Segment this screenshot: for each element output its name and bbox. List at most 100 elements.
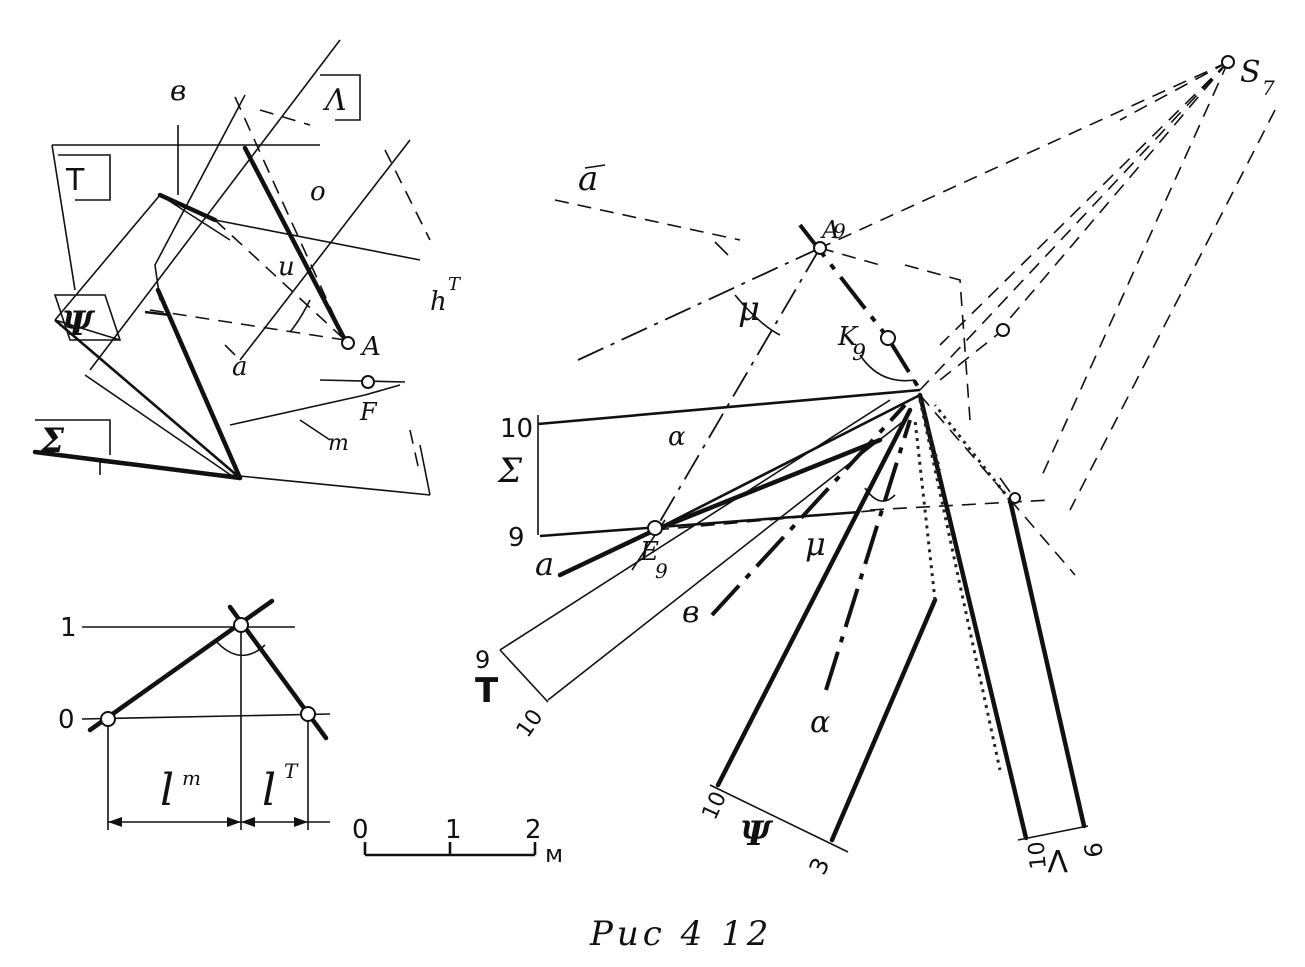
- line-b-right: [710, 403, 907, 617]
- line-E9-center2: [652, 437, 883, 533]
- dashed-line-5: [259, 109, 311, 126]
- left-sketch: Λ в T o u h T Ψ A a F Σ m: [32, 39, 462, 496]
- label-T-right: T: [475, 671, 499, 711]
- sigma-line-10: [537, 388, 921, 426]
- ray-S-far2: [939, 61, 1229, 346]
- dashdot-mu: [577, 247, 821, 361]
- label-m: m: [328, 431, 349, 456]
- point-lower-circle: [1009, 492, 1021, 504]
- bold-line-b: [157, 192, 218, 223]
- V-bracket: [1017, 825, 1089, 841]
- label-alpha-upper: α: [668, 422, 686, 452]
- label-mu-top: μ: [738, 289, 760, 329]
- label-lm-sup: m: [182, 766, 201, 790]
- point-K9-marker: [880, 330, 896, 346]
- T-line-10: [547, 419, 906, 701]
- label-S: S: [1240, 55, 1261, 90]
- label-sigma-10: 10: [500, 414, 533, 444]
- angle-arc-lower: [864, 487, 896, 502]
- ray-S-far1: [1039, 61, 1229, 481]
- scale-ticks: [363, 842, 537, 855]
- right-construction: a A 9 μ K 9 10 Σ 9 α E 9 a μ в α 9 T 10 …: [475, 55, 1276, 879]
- point-left-vertex: [100, 711, 116, 727]
- arrow-a-bar: [714, 241, 729, 256]
- label-box-lambda: [320, 74, 361, 121]
- label-lambda: Λ: [322, 83, 347, 118]
- label-K9: K: [837, 322, 859, 352]
- bold-line-o: [242, 145, 348, 343]
- label-a-bar-overline: [584, 164, 606, 169]
- label-hT-sup: T: [448, 274, 462, 295]
- sigma-line-9: [539, 510, 861, 538]
- label-psi-3: 3: [804, 853, 836, 879]
- psi-line-10: [715, 407, 913, 788]
- label-mu-lower: μ: [805, 525, 826, 563]
- label-S-sub: 7: [1262, 76, 1275, 100]
- point-A9-marker: [813, 241, 827, 255]
- label-level-1: 1: [60, 613, 77, 643]
- point-right-vertex: [300, 706, 316, 722]
- bold-line-sigma: [32, 449, 243, 481]
- arrow-small: [999, 477, 1011, 493]
- point-top-vertex: [233, 617, 249, 633]
- line-E9-mu: [654, 509, 881, 531]
- dashed-line-4: [384, 149, 431, 241]
- label-T-left: T: [65, 163, 85, 198]
- label-lT-sup: T: [284, 759, 299, 783]
- angle-u-arc: [289, 299, 311, 333]
- label-A: A: [360, 332, 381, 362]
- label-F: F: [359, 398, 378, 426]
- scale-tick-0: 0: [352, 815, 369, 845]
- label-box-T: [58, 154, 111, 201]
- ray-horizontal: [1119, 61, 1229, 121]
- label-b-right: в: [682, 595, 699, 630]
- label-K9-sub: 9: [852, 341, 866, 366]
- dash-horizontal-lower: [869, 499, 1051, 511]
- bold-line-psi: [54, 319, 241, 479]
- psi-bracket: [709, 784, 849, 853]
- label-V-right: V: [1047, 842, 1068, 877]
- ray-S-far3: [999, 61, 1229, 331]
- inner-line-4: [84, 374, 236, 479]
- label-a-right: a: [535, 545, 554, 583]
- inner-line-5: [419, 444, 431, 496]
- dotted-mid-1: [918, 399, 1002, 771]
- inner-line-3: [229, 384, 401, 426]
- label-sigma-left: Σ: [38, 421, 65, 461]
- dash-through-circle: [939, 329, 1004, 381]
- label-E9-sub: 9: [655, 559, 668, 583]
- figure-caption: Рис 4 12: [589, 914, 772, 954]
- label-o: o: [310, 177, 326, 207]
- line-alpha-lower: [824, 419, 912, 691]
- triangle-angle-arc: [214, 639, 266, 657]
- scale-tick-2: 2: [525, 815, 542, 845]
- label-sigma-9: 9: [508, 523, 525, 553]
- label-hT: h: [430, 287, 447, 317]
- scale-unit: м: [545, 840, 563, 868]
- label-A9-sub: 9: [833, 219, 846, 243]
- label-sigma-right: Σ: [496, 451, 523, 491]
- label-u: u: [278, 252, 295, 282]
- T-bracket: [499, 649, 549, 703]
- line-K9-center: [886, 336, 922, 392]
- label-V-6: 6: [1079, 841, 1108, 859]
- label-T-9: 9: [475, 646, 490, 674]
- dash-to-lower-right: [919, 394, 1076, 576]
- point-A-marker: [341, 336, 355, 350]
- plane-lambda-edge-2: [239, 139, 411, 361]
- label-b-left: в: [170, 74, 186, 107]
- bottom-left-diagram: 1 0 l m l T: [58, 598, 331, 830]
- label-level-0: 0: [58, 705, 75, 735]
- label-E9: E: [639, 537, 659, 567]
- line-alpha: [654, 247, 821, 531]
- bold-line-m: [155, 287, 243, 481]
- label-V-10: 10: [1024, 840, 1051, 870]
- dash-A9-right: [819, 247, 881, 266]
- plane-T-outline: [51, 144, 431, 496]
- level-line-0: [81, 713, 331, 720]
- label-box-psi: [53, 294, 122, 341]
- angle-arc-K9: [859, 354, 916, 382]
- label-box-sigma: [35, 419, 111, 455]
- plane-lambda-edge-1: [89, 39, 341, 371]
